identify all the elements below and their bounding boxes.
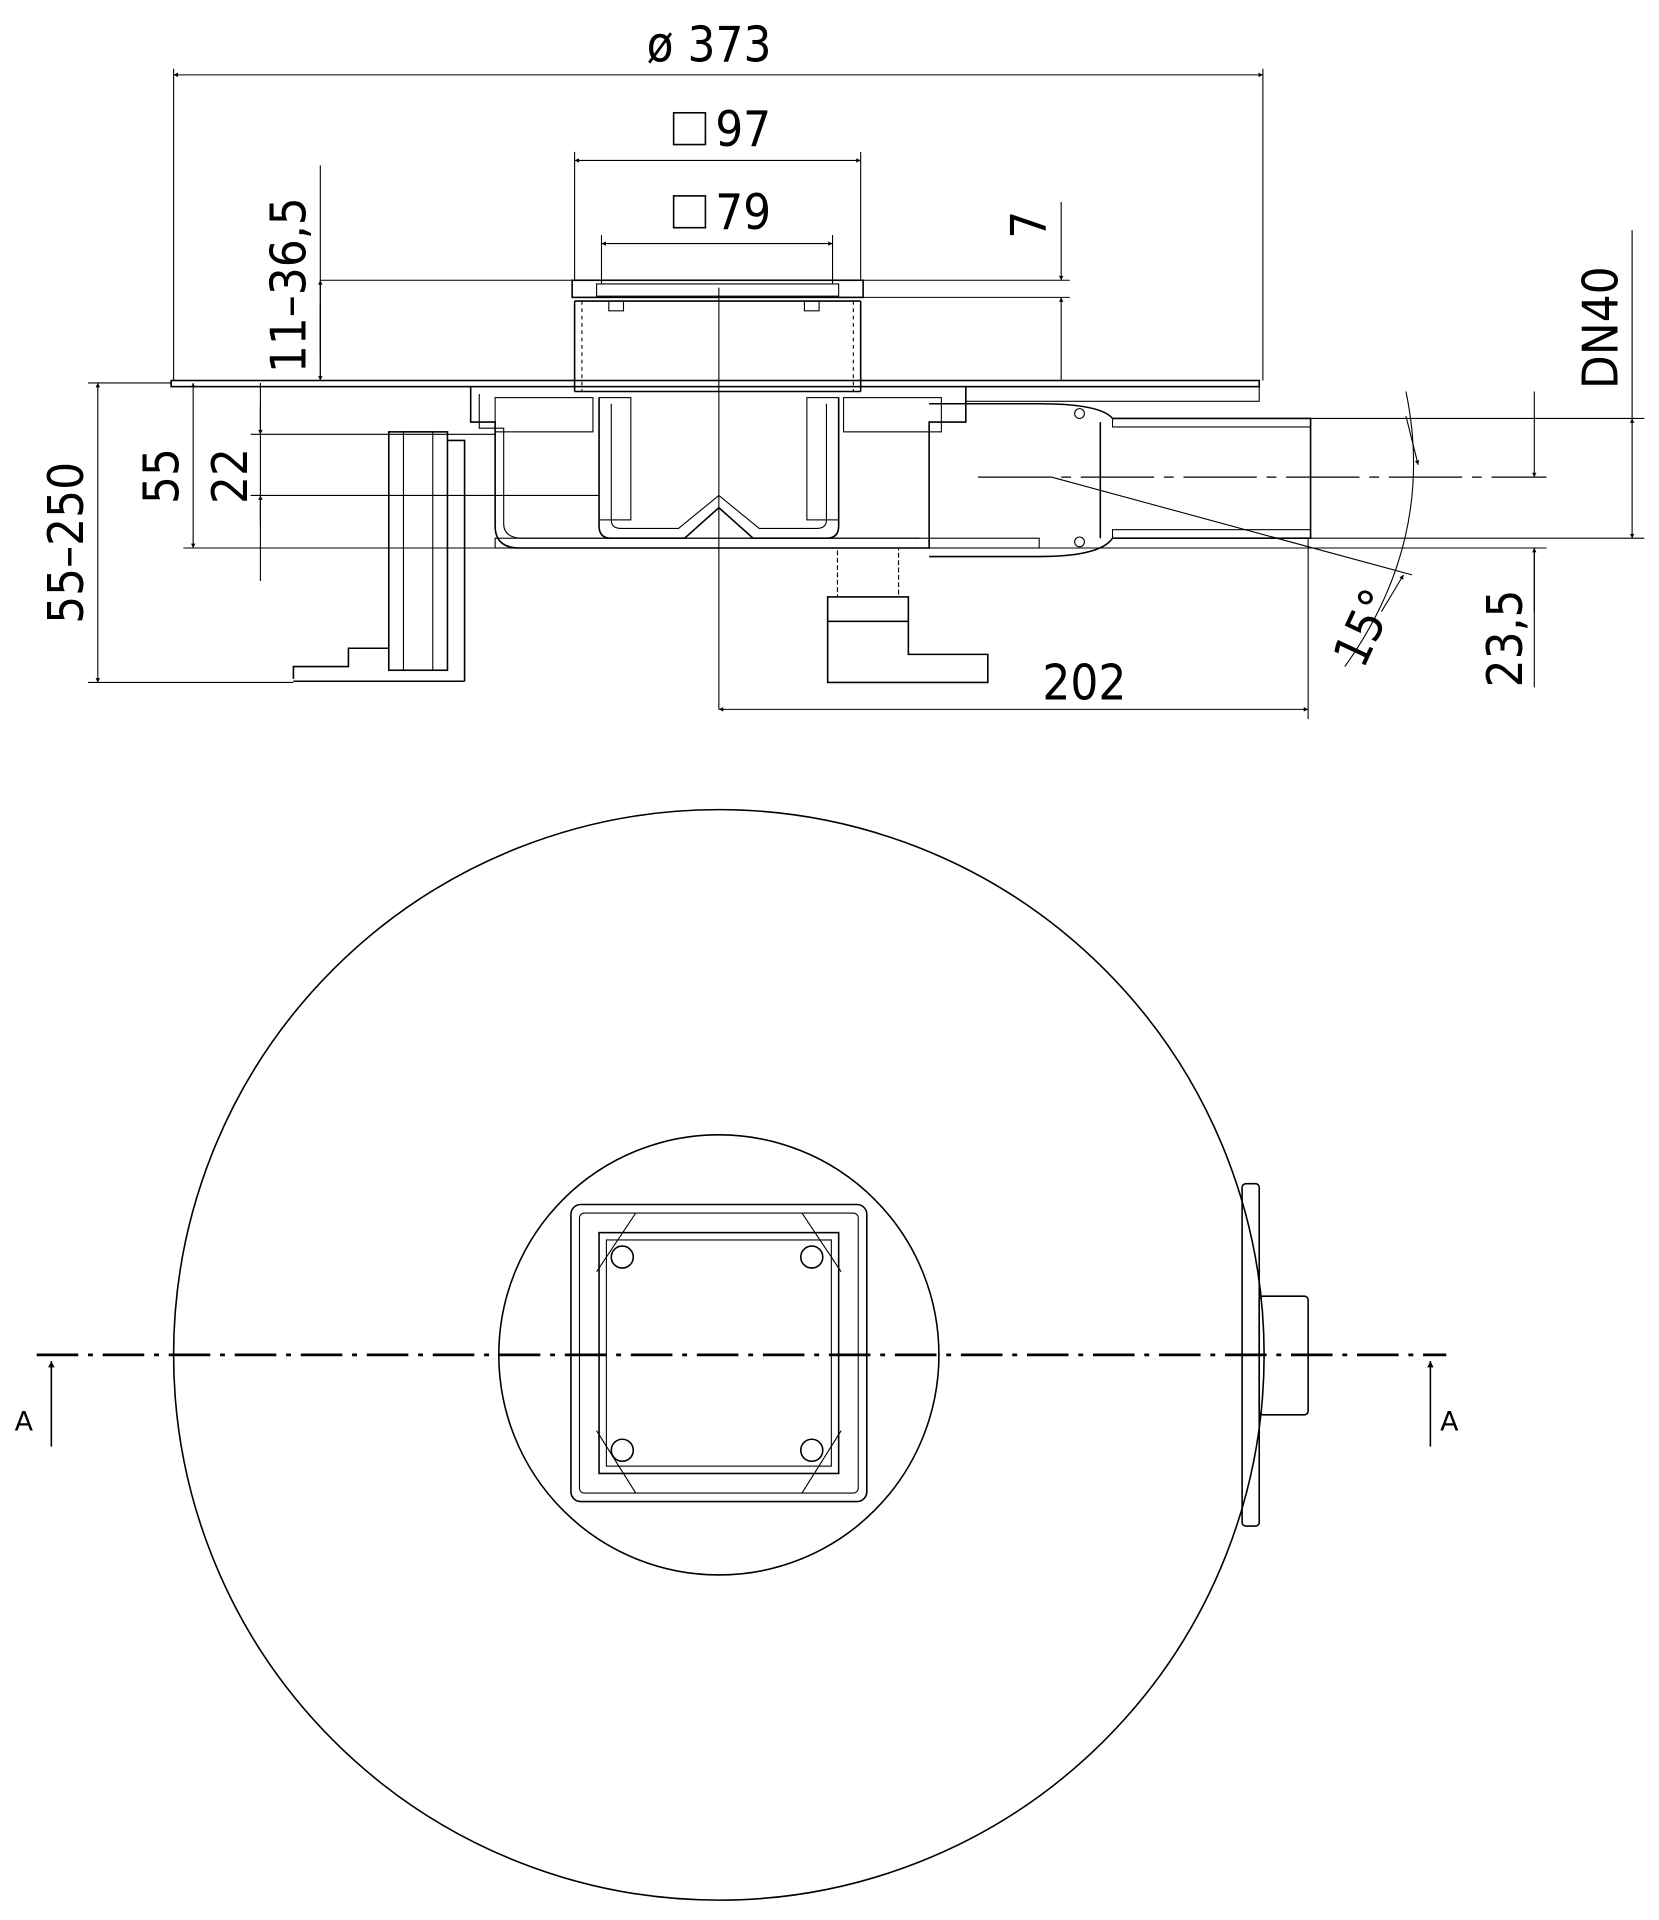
section-view: ø 373 97 79 7 11–36,5 (38, 16, 1645, 720)
screw-icon (799, 1438, 824, 1463)
right-support-leg (826, 547, 989, 684)
section-marker-right: A (1440, 1407, 1459, 1438)
dim-height-adjust: 11–36,5 (261, 197, 318, 373)
dim-angle: 15° (1322, 581, 1407, 676)
plan-view: A A (15, 808, 1459, 1901)
grate (571, 279, 864, 312)
section-marker-left: A (15, 1407, 34, 1438)
dim-outlet-dn: DN40 (1572, 266, 1629, 389)
dim-grate-height: 7 (1000, 211, 1057, 239)
square-symbol-icon (672, 195, 707, 229)
square-symbol-icon (672, 111, 707, 146)
dim-diameter: ø 373 (647, 16, 772, 73)
dim-total-height: 55–250 (38, 462, 95, 624)
slope-line (1051, 476, 1413, 576)
screw-icon (610, 1438, 635, 1463)
grate-body (573, 301, 862, 393)
flange-plate (170, 379, 1261, 388)
dimensions: ø 373 97 79 7 11–36,5 (38, 16, 1645, 720)
left-support-leg (292, 431, 466, 683)
dim-outlet-offset: 23,5 (1477, 589, 1534, 687)
screw-icon (610, 1245, 635, 1269)
dim-outlet-length: 202 (1042, 655, 1126, 712)
dim-height-55: 55 (133, 448, 190, 504)
dim-square-inner: 79 (715, 184, 771, 241)
grate-plan (570, 1203, 868, 1503)
dim-height-22: 22 (202, 448, 259, 504)
drain-body (469, 386, 967, 549)
outlet-pipe (928, 386, 1312, 558)
dim-square-outer: 97 (715, 101, 771, 158)
screw-icon (799, 1245, 824, 1269)
